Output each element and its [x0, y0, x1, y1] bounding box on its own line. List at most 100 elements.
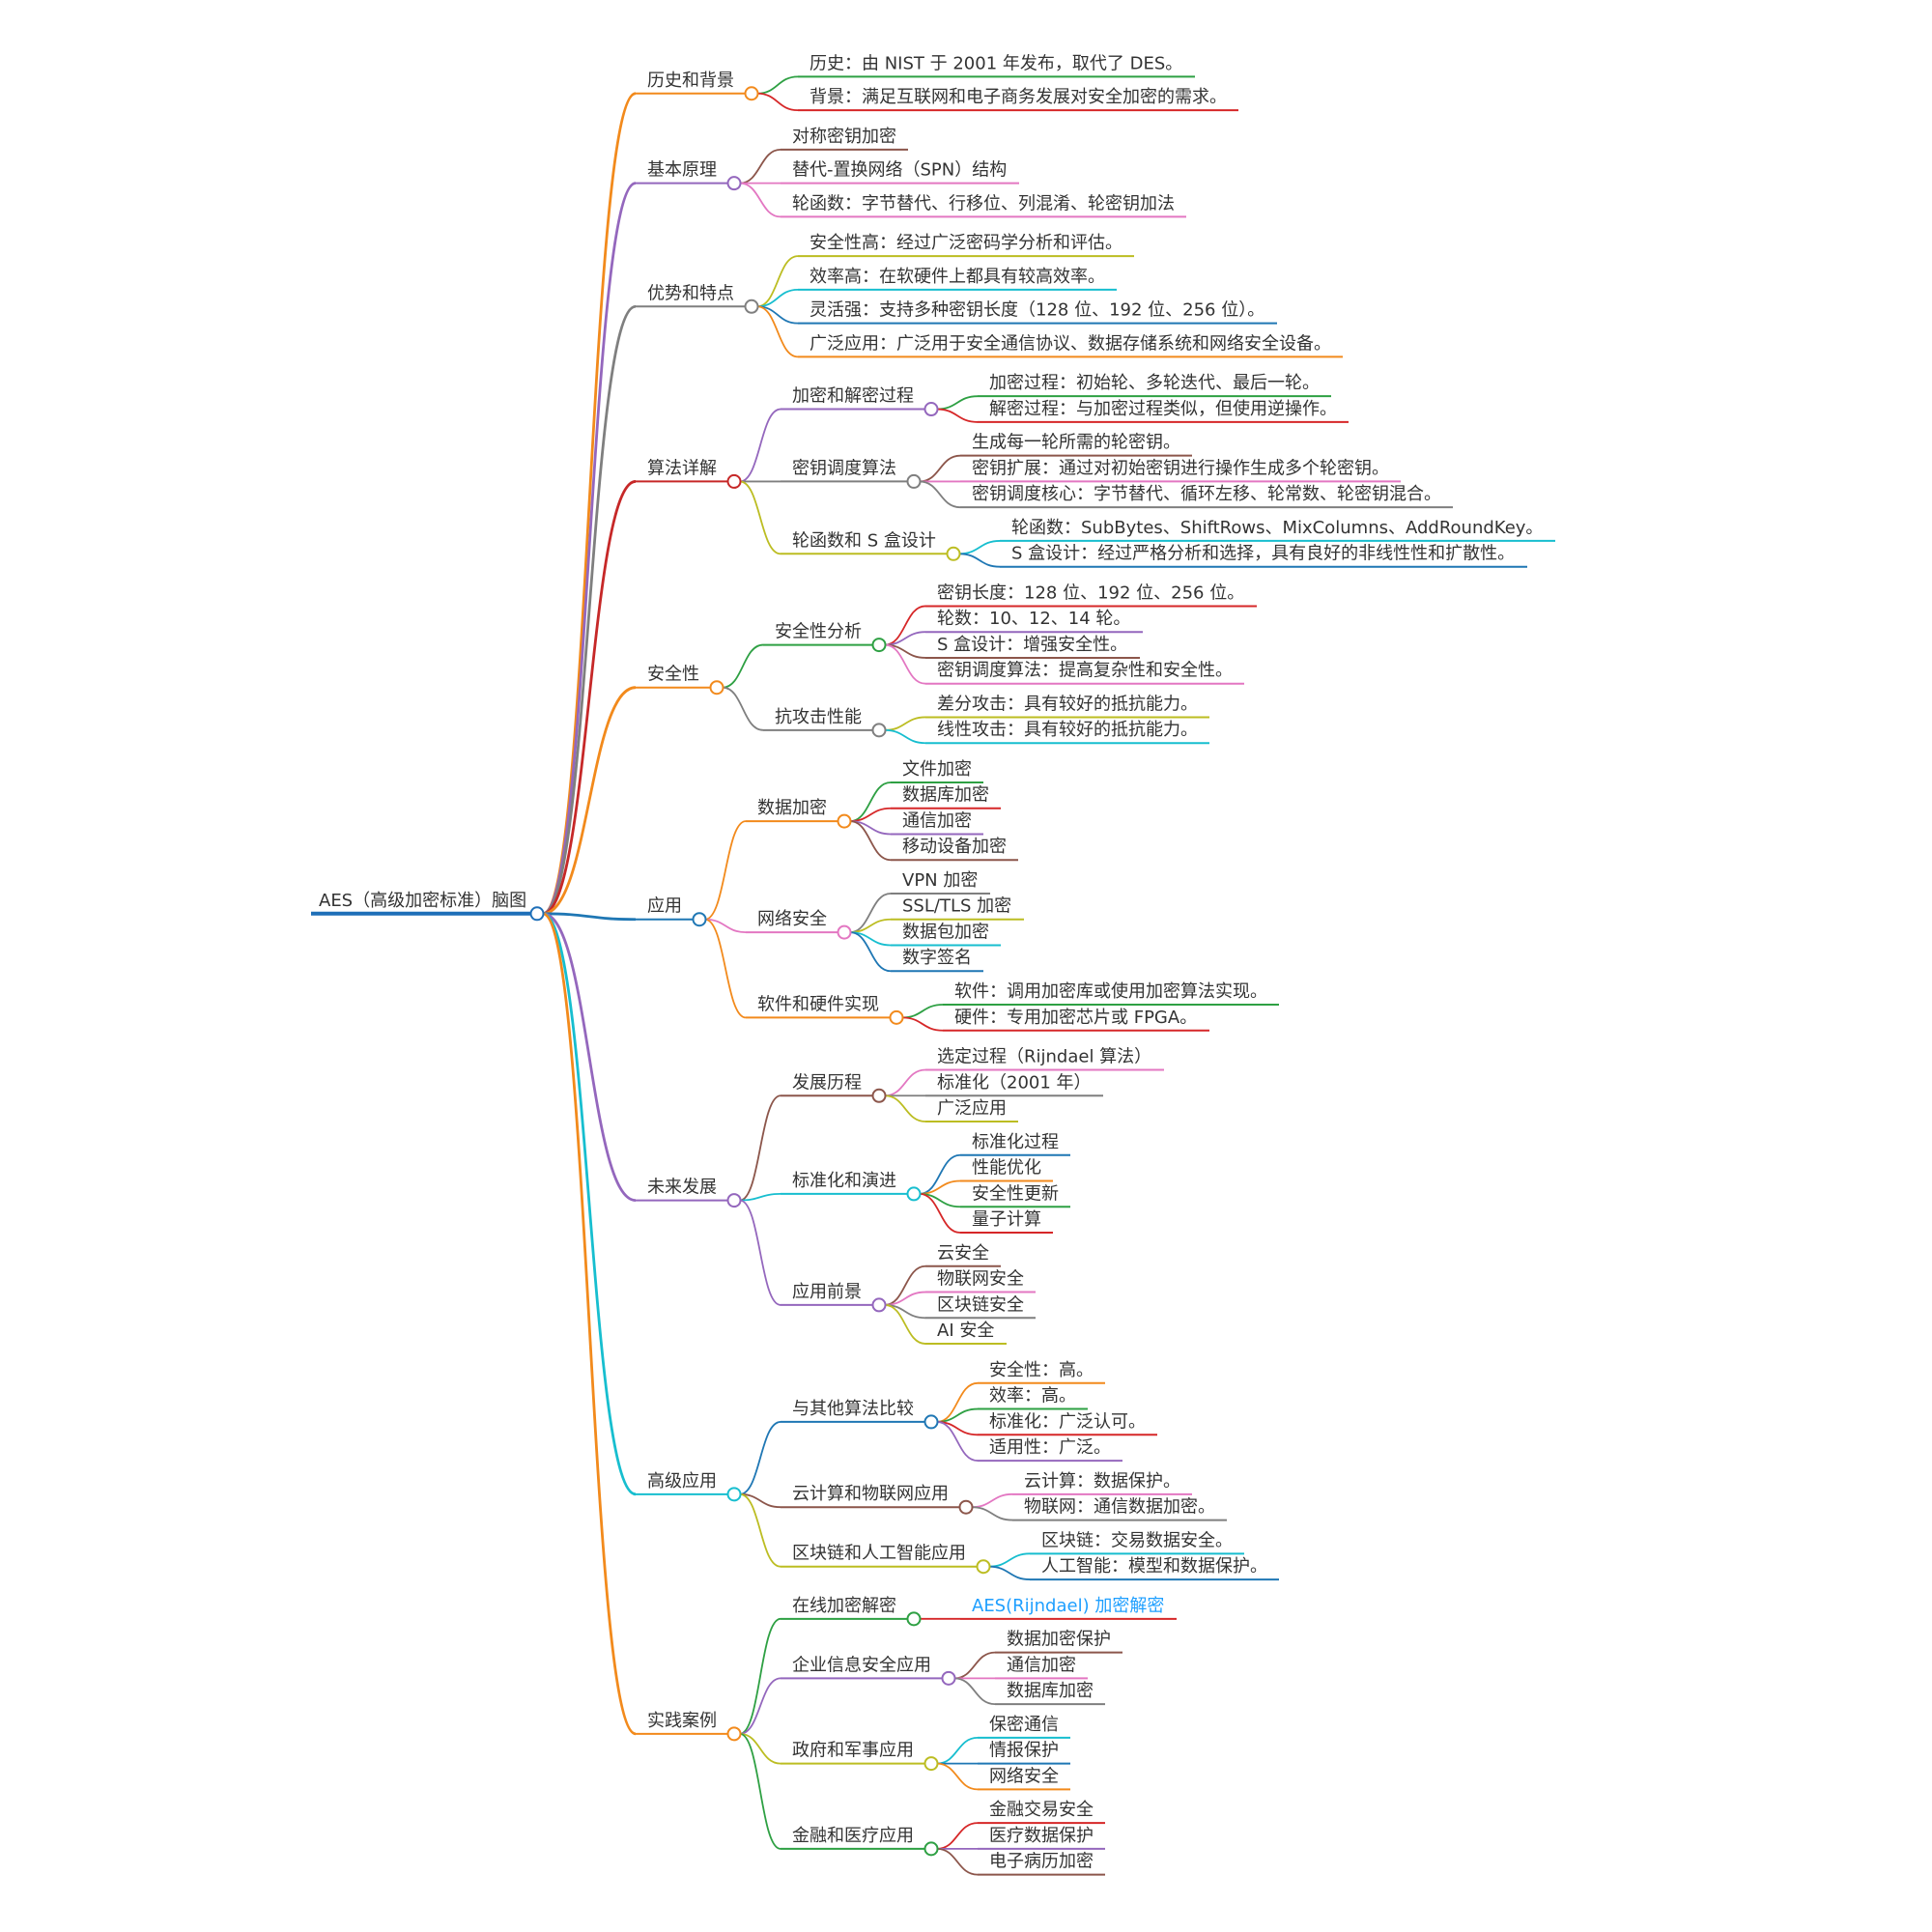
expand-toggle-icon[interactable] — [923, 1756, 939, 1772]
link-text[interactable]: AES(Rijndael) 加密解密 — [972, 1596, 1164, 1616]
node-label: 区块链和人工智能应用 — [792, 1544, 966, 1564]
expand-toggle-icon[interactable] — [837, 813, 852, 829]
node-label: 区块链：交易数据安全。 — [1041, 1530, 1233, 1550]
connector-line — [739, 1732, 781, 1850]
expand-toggle-icon[interactable] — [889, 1009, 904, 1025]
node-label: 标准化过程 — [972, 1132, 1059, 1152]
node-label: SSL/TLS 加密 — [902, 896, 1011, 917]
leaf-node: 密钥调度算法：提高复杂性和安全性。 — [925, 661, 1244, 685]
leaf-node: 标准化（2001 年） — [925, 1072, 1103, 1097]
node-label: 适用性：广泛。 — [989, 1437, 1111, 1458]
expand-toggle-icon[interactable] — [837, 924, 852, 940]
expand-toggle-icon[interactable] — [726, 473, 742, 489]
leaf-node: 安全性：高。 — [978, 1360, 1105, 1384]
connector-line — [542, 912, 637, 1736]
expand-toggle-icon[interactable] — [976, 1559, 991, 1575]
leaf-node: S 盒设计：增强安全性。 — [925, 635, 1140, 659]
leaf-node: 人工智能：模型和数据保护。 — [1030, 1556, 1279, 1581]
expand-toggle-icon[interactable] — [726, 176, 742, 191]
root-node: AES（高级加密标准）脑图 — [311, 891, 531, 916]
connector-line — [936, 1762, 979, 1791]
connector-line — [542, 182, 637, 916]
node-label: 对称密钥加密 — [792, 127, 896, 147]
node-label: 物联网安全 — [937, 1269, 1024, 1290]
expand-toggle-icon[interactable] — [726, 1193, 742, 1208]
leaf-node: 安全性更新 — [960, 1183, 1070, 1208]
topic-node: 发展历程 — [781, 1072, 873, 1097]
node-label: 保密通信 — [989, 1715, 1059, 1735]
connector-line — [739, 148, 781, 185]
leaf-node: 文件加密 — [891, 759, 983, 783]
node-label: 密钥扩展：通过对初始密钥进行操作生成多个轮密钥。 — [972, 458, 1389, 478]
connector-line — [739, 1193, 781, 1202]
topic-node: 企业信息安全应用 — [781, 1655, 943, 1680]
expand-toggle-icon[interactable] — [709, 680, 724, 696]
expand-toggle-icon[interactable] — [744, 86, 759, 101]
node-label: 云安全 — [937, 1243, 989, 1264]
expand-toggle-icon[interactable] — [923, 1841, 939, 1857]
expand-toggle-icon[interactable] — [906, 1611, 922, 1627]
node-label: 背景：满足互联网和电子商务发展对安全加密的需求。 — [810, 87, 1227, 107]
leaf-node: 密钥调度核心：字节替代、循环左移、轮常数、轮密钥混合。 — [960, 484, 1453, 509]
connector-line — [901, 1004, 944, 1019]
expand-toggle-icon[interactable] — [958, 1499, 974, 1515]
expand-toggle-icon[interactable] — [923, 1414, 939, 1430]
root-title: AES（高级加密标准）脑图 — [319, 891, 526, 911]
leaf-node: 标准化：广泛认可。 — [978, 1411, 1157, 1436]
expand-toggle-icon[interactable] — [726, 1487, 742, 1502]
expand-toggle-icon[interactable] — [871, 1088, 887, 1103]
expand-toggle-icon[interactable] — [946, 546, 961, 561]
node-label: 金融交易安全 — [989, 1800, 1094, 1820]
expand-toggle-icon[interactable] — [726, 1726, 742, 1742]
expand-toggle-icon[interactable] — [906, 1186, 922, 1202]
topic-node: 标准化和演进 — [781, 1171, 908, 1195]
topic-node: 安全性 — [636, 665, 711, 689]
leaf-node: 物联网安全 — [925, 1269, 1036, 1293]
expand-toggle-icon[interactable] — [692, 912, 707, 927]
expand-toggle-icon[interactable] — [923, 402, 939, 417]
connector-line — [542, 912, 637, 1496]
leaf-node: 背景：满足互联网和电子商务发展对安全加密的需求。 — [798, 87, 1238, 112]
leaf-node: AI 安全 — [925, 1321, 1007, 1346]
mindmap-edges — [542, 75, 1031, 1876]
node-label: 高级应用 — [647, 1471, 717, 1492]
node-label: 替代-置换网络（SPN）结构 — [792, 160, 1007, 181]
expand-toggle-icon[interactable] — [871, 638, 887, 653]
topic-node: 政府和军事应用 — [781, 1741, 925, 1765]
node-label: 标准化（2001 年） — [937, 1072, 1092, 1093]
leaf-node: 安全性高：经过广泛密码学分析和评估。 — [798, 233, 1134, 258]
leaf-node: 历史：由 NIST 于 2001 年发布，取代了 DES。 — [798, 53, 1195, 78]
connector-line — [756, 305, 799, 358]
expand-toggle-icon[interactable] — [529, 906, 545, 922]
topic-node: 实践案例 — [636, 1711, 728, 1735]
expand-toggle-icon[interactable] — [871, 723, 887, 738]
connector-line — [739, 408, 781, 483]
leaf-node: 量子计算 — [960, 1209, 1053, 1235]
connector-line — [739, 1094, 781, 1202]
connector-line — [884, 643, 926, 685]
node-label: 安全性更新 — [972, 1183, 1059, 1204]
expand-toggle-icon[interactable] — [744, 298, 759, 314]
expand-toggle-icon[interactable] — [871, 1297, 887, 1313]
node-label: 线性攻击：具有较好的抵抗能力。 — [937, 720, 1198, 740]
connector-line — [722, 686, 764, 731]
connector-line — [901, 1016, 944, 1032]
node-label: 软件和硬件实现 — [757, 994, 879, 1014]
topic-node: 金融和医疗应用 — [781, 1826, 925, 1850]
node-label: 网络安全 — [989, 1766, 1059, 1786]
node-label: 优势和特点 — [647, 283, 734, 303]
leaf-node: 标准化过程 — [960, 1132, 1070, 1156]
node-label: 算法详解 — [647, 458, 717, 478]
expand-toggle-icon[interactable] — [906, 473, 922, 489]
leaf-node: 效率：高。 — [978, 1386, 1088, 1410]
connector-line — [884, 1094, 926, 1122]
connector-line — [884, 716, 926, 731]
leaf-node: 效率高：在软硬件上都具有较高效率。 — [798, 267, 1117, 291]
node-label: 安全性分析 — [775, 622, 862, 642]
connector-line — [542, 92, 637, 916]
leaf-node: 移动设备加密 — [891, 837, 1018, 862]
link-node[interactable]: AES(Rijndael) 加密解密 — [960, 1596, 1177, 1620]
expand-toggle-icon[interactable] — [941, 1670, 956, 1686]
node-label: 文件加密 — [902, 759, 972, 780]
